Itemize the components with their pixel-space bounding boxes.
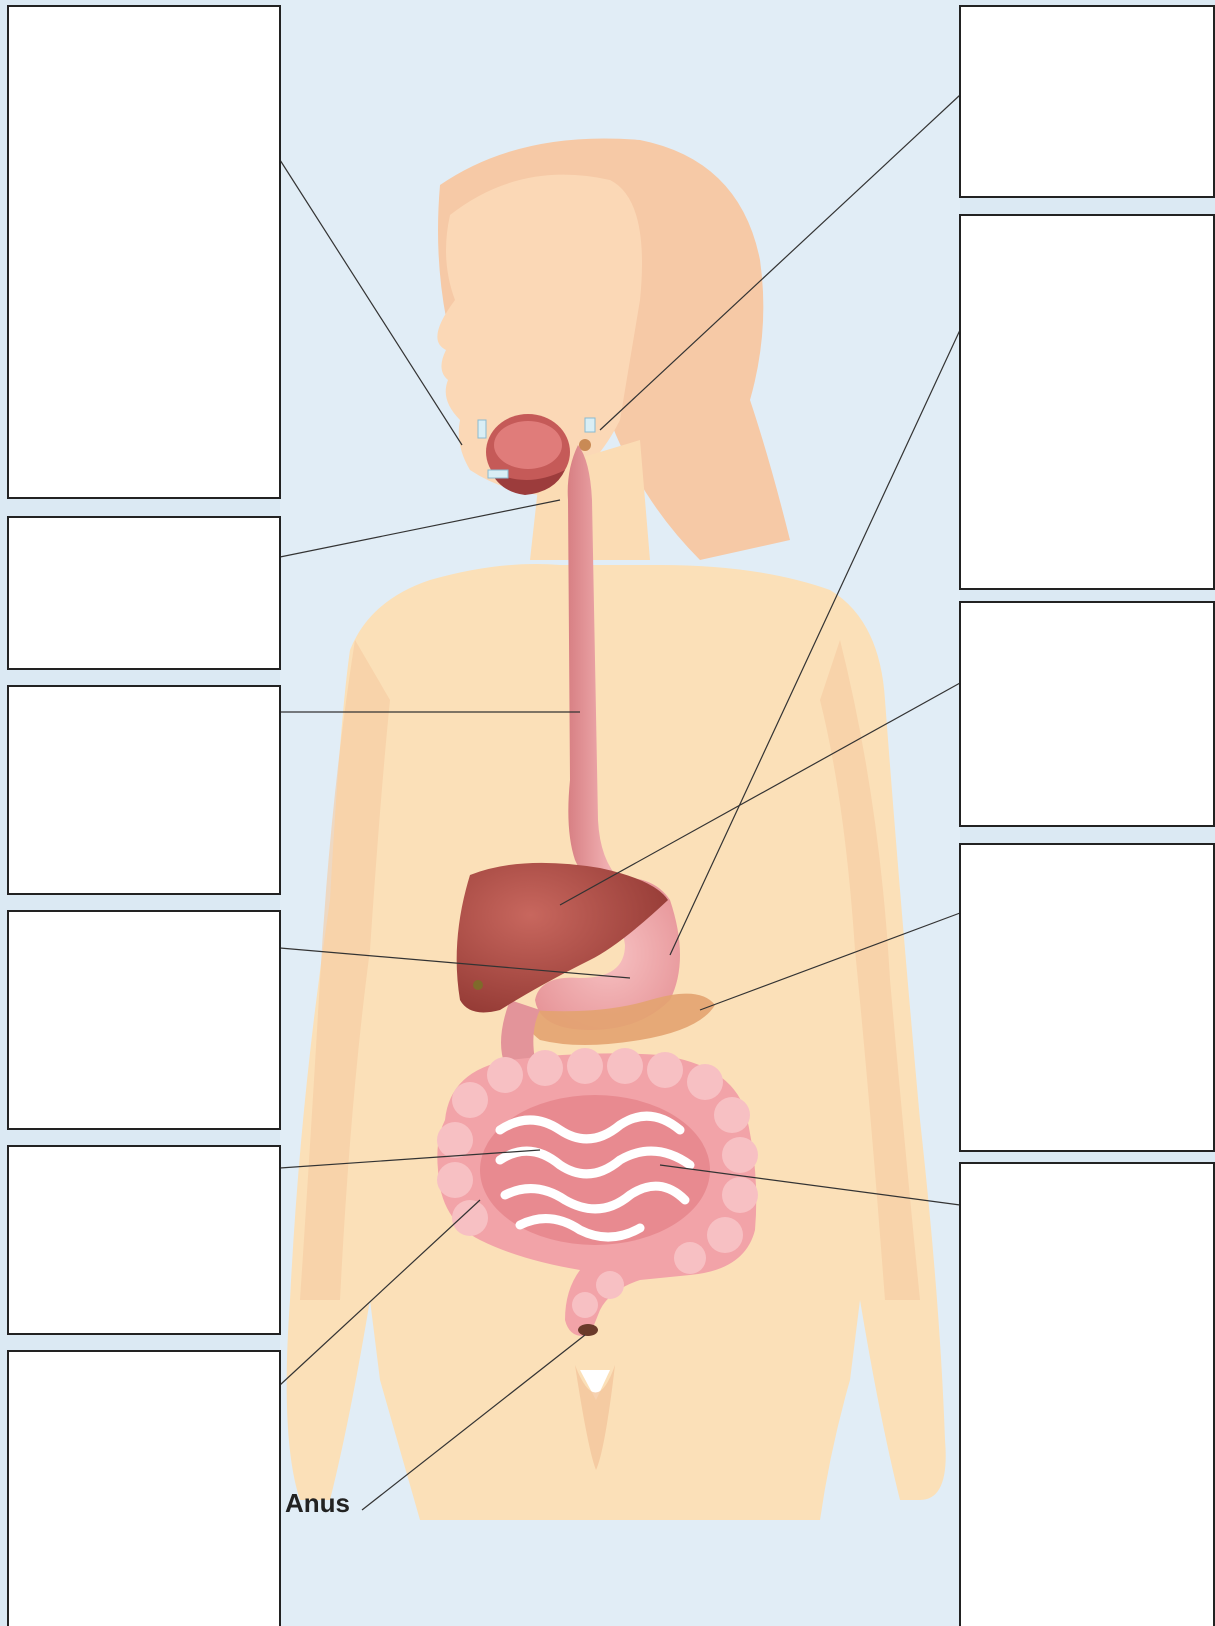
label-box-mouth[interactable] xyxy=(8,6,280,498)
label-box-large-intestine[interactable] xyxy=(8,1351,280,1626)
anus-label: Anus xyxy=(285,1488,350,1519)
label-box-pancreas[interactable] xyxy=(960,844,1214,1151)
label-box-pharynx[interactable] xyxy=(960,6,1214,197)
label-box-salivary[interactable] xyxy=(8,517,280,669)
label-box-small-intestine[interactable] xyxy=(8,1146,280,1334)
label-box-colon[interactable] xyxy=(960,1163,1214,1626)
label-box-esophagus[interactable] xyxy=(8,686,280,894)
label-box-liver[interactable] xyxy=(8,911,280,1129)
label-box-gallbladder[interactable] xyxy=(960,602,1214,826)
label-box-stomach[interactable] xyxy=(960,215,1214,589)
small-intestine xyxy=(480,1095,710,1245)
label-boxes-right xyxy=(960,6,1214,1626)
label-boxes-left xyxy=(8,6,280,1626)
anus-marker xyxy=(578,1324,598,1336)
